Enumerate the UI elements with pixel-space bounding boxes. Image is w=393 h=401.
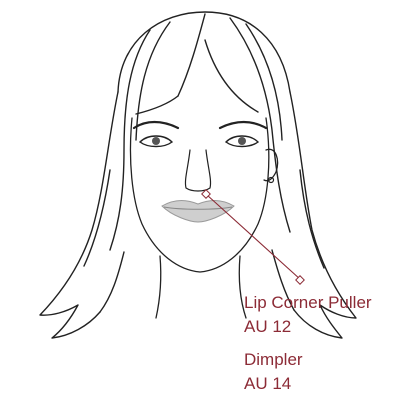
- nose: [185, 150, 210, 191]
- lips: [162, 201, 234, 223]
- annotation-label-lip-corner-puller: Lip Corner Puller: [244, 293, 372, 313]
- annotation-code-au14: AU 14: [244, 374, 291, 394]
- eyes: [134, 122, 266, 147]
- hair-outline: [40, 12, 356, 338]
- annotation-label-dimpler: Dimpler: [244, 350, 303, 370]
- annotation-pointer: [202, 190, 304, 284]
- annotation-code-au12: AU 12: [244, 317, 291, 337]
